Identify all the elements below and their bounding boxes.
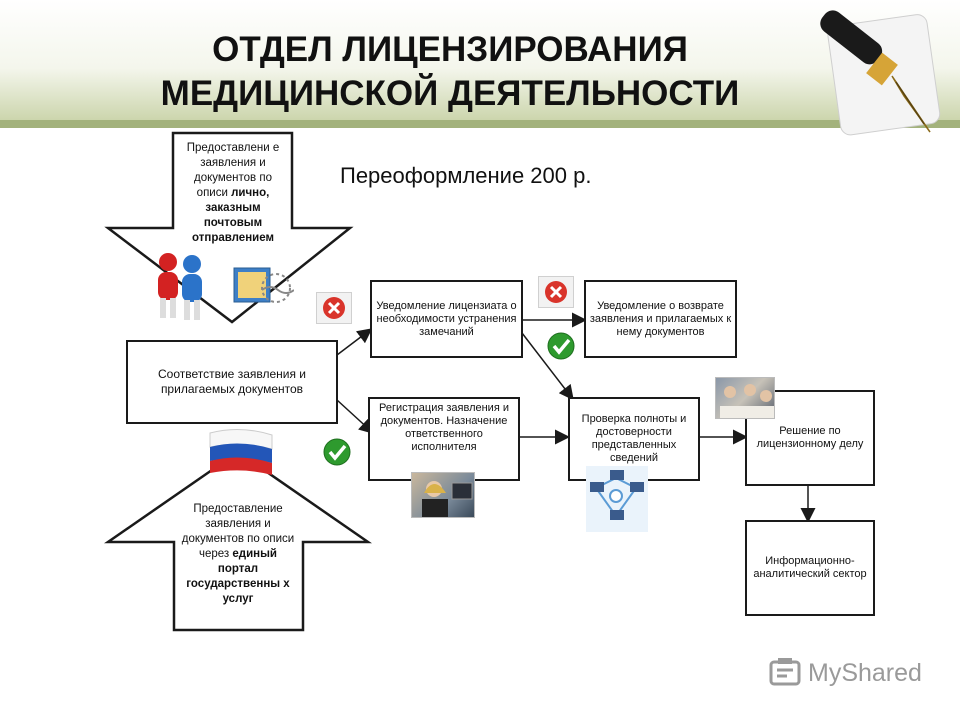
notice-fix-box: Уведомление лицензиата о необходимости у…	[370, 280, 523, 358]
people-icon	[158, 253, 202, 320]
office-worker-photo	[411, 472, 475, 518]
arrow-top-text: Предоставлени е заявления и документов п…	[186, 142, 280, 244]
reject-icon	[538, 276, 574, 308]
russian-flag-icon	[206, 425, 276, 479]
title-line-2: МЕДИЦИНСКОЙ ДЕЯТЕЛЬНОСТИ	[160, 74, 740, 113]
registration-box: Регистрация заявления и документов. Назн…	[368, 397, 520, 481]
arrow-down-shape	[104, 131, 354, 324]
team-meeting-photo	[715, 377, 775, 419]
arrow-bottom-text: Предоставление заявления и документов по…	[181, 503, 295, 605]
reject-icon	[316, 292, 352, 324]
watermark-text: MyShared	[808, 658, 922, 687]
header-rule	[0, 120, 960, 128]
info-sector-box: Информационно-аналитический сектор	[745, 520, 875, 616]
arrow-up-shape	[103, 450, 373, 632]
title-line-1: ОТДЕЛ ЛИЦЕНЗИРОВАНИЯ	[212, 30, 688, 69]
page-title: ОТДЕЛ ЛИЦЕНЗИРОВАНИЯ МЕДИЦИНСКОЙ ДЕЯТЕЛЬ…	[100, 28, 800, 116]
watermark: MyShared	[768, 656, 922, 690]
approve-icon	[544, 330, 580, 362]
fountain-pen-icon	[820, 10, 941, 136]
notice-return-box: Уведомление о возврате заявления и прила…	[584, 280, 737, 358]
approve-icon	[320, 436, 356, 468]
computer-network-icon	[586, 466, 648, 532]
compliance-box: Соответствие заявления и прилагаемых док…	[126, 340, 338, 424]
mail-icon	[233, 267, 294, 303]
subtitle-price: Переоформление 200 р.	[340, 163, 592, 188]
header-band	[0, 0, 960, 124]
watermark-logo-icon	[769, 658, 801, 686]
